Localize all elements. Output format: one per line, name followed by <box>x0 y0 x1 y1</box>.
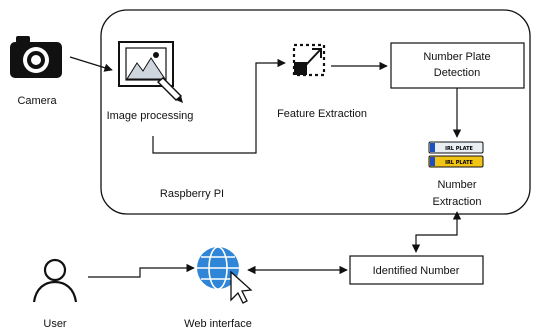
camera-label: Camera <box>17 95 57 107</box>
camera-icon <box>10 36 62 78</box>
number-plate-icon-yellow: IRL PLATE <box>428 155 484 168</box>
user-icon <box>32 258 78 303</box>
identified-number-box <box>349 255 484 285</box>
number-extraction-line1: Number <box>437 179 476 191</box>
web-interface-label: Web interface <box>184 318 252 330</box>
raspberry-pi-label: Raspberry PI <box>160 188 224 200</box>
arrow-user-to-web-interface <box>88 263 195 278</box>
arrow-camera-to-image-processing <box>69 56 113 72</box>
raspberry-pi-container <box>100 9 531 215</box>
number-plate-icon-white: IRL PLATE <box>428 141 484 154</box>
globe-cursor-icon <box>197 246 253 304</box>
arrow-number-extraction-to-identified-number <box>411 211 462 253</box>
arrow-image-processing-to-feature-extraction <box>152 58 286 154</box>
user-label: User <box>43 318 67 330</box>
feature-extraction-label: Feature Extraction <box>277 108 367 120</box>
expand-selection-icon <box>292 43 326 77</box>
number-plate-detection-line1: Number Plate <box>423 51 490 63</box>
plate-text-yellow: IRL PLATE <box>445 160 473 166</box>
identified-number-label: Identified Number <box>373 265 460 277</box>
number-plate-detection-box <box>390 42 525 89</box>
image-edit-icon <box>118 41 183 103</box>
number-plate-detection-line2: Detection <box>434 67 480 79</box>
image-processing-label: Image processing <box>107 110 194 122</box>
number-extraction-line2: Extraction <box>433 196 482 208</box>
plate-text-white: IRL PLATE <box>445 146 473 152</box>
